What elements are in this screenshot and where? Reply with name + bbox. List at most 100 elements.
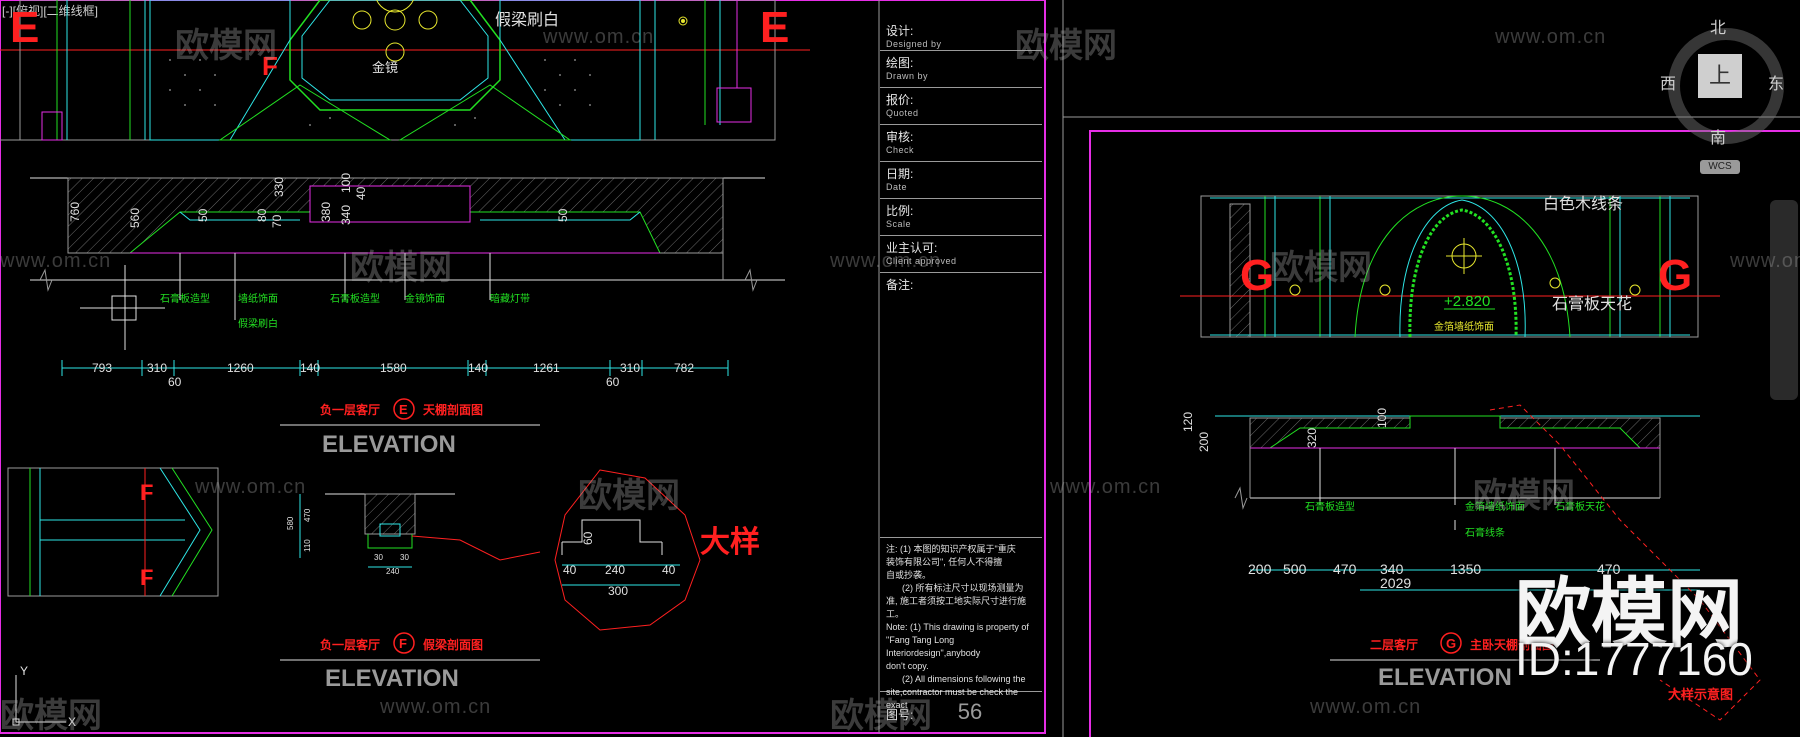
sec-f-vdim-2: 470 (303, 508, 312, 522)
sec-e-callout-4: 石膏板造型 (330, 292, 380, 305)
watermark-brand: 欧模网 (578, 477, 680, 515)
sec-e-caption-mark: E (399, 402, 408, 417)
rplan-mark-g-left: G (1240, 251, 1274, 300)
sec-e-callout-5: 金镜饰面 (405, 292, 445, 305)
watermark-url: www.om.cn (1050, 476, 1162, 498)
plan-label-jinjing: 金镜 (372, 60, 398, 75)
rplan-elevation: +2.820 (1444, 293, 1490, 310)
watermark-url: www.om.cn (543, 26, 655, 48)
sec-g-dim-6: 470 (1597, 561, 1621, 577)
viewcube-east[interactable]: 东 (1768, 76, 1785, 93)
sec-g-vdim-200: 200 (1197, 432, 1211, 452)
ucs-y-label: Y (20, 664, 28, 678)
sec-e-dim-9: 782 (674, 361, 694, 375)
right-sheet-border (1089, 130, 1800, 737)
beam-mark-f-bottom: F (140, 565, 153, 590)
watermark-id: ID:1777160 (1515, 633, 1753, 685)
watermark-big-brand: 欧模网 (1515, 572, 1743, 657)
sec-g-dim-4: 340 (1380, 561, 1404, 577)
wcs-menu-button[interactable]: WCS (1700, 160, 1740, 174)
sec-e-vdim-80: 80 (255, 208, 269, 222)
viewcube-top-face[interactable]: 上 (1698, 54, 1742, 98)
sec-e-vdim-70: 70 (270, 214, 284, 228)
sec-e-dim-5: 1580 (380, 361, 407, 375)
sec-e-vdim-340: 340 (339, 205, 353, 225)
sec-g-dim-1: 200 (1248, 561, 1272, 577)
viewport-label[interactable]: [-][俯视][二维线框] (2, 4, 99, 18)
sec-e-dim-8: 310 (620, 361, 640, 375)
viewcube[interactable]: 上 北 南 西 东 WCS (1660, 12, 1790, 177)
sec-e-dim-3: 1260 (227, 361, 254, 375)
beam-mark-f-top: F (140, 480, 153, 505)
viewcube-west[interactable]: 西 (1660, 76, 1677, 93)
watermark-url: www.om.cn (380, 696, 492, 718)
sec-g-caption-right: 主卧天棚剖面图 (1470, 637, 1554, 652)
right-ceiling-plan: 白色木线条 石膏板天花 金箔墙纸饰面 +2.820 G G (1180, 195, 1720, 338)
sec-g-callout-3: 石膏板天花 (1555, 500, 1605, 513)
sec-f-dim-2: 30 (400, 553, 409, 562)
sec-e-vdim-50b: 50 (556, 208, 570, 222)
sec-e-vdim-330: 330 (272, 177, 286, 197)
title-row-remarks: 备注: (880, 272, 1042, 538)
title-row-client: 业主认可:Client approved (880, 235, 1042, 273)
sec-g-vdim-100: 100 (1375, 408, 1389, 428)
title-row-drawn: 绘图:Drawn by (880, 50, 1042, 88)
sec-f-caption-mark: F (399, 636, 407, 651)
rplan-label-jinbo: 金箔墙纸饰面 (1434, 320, 1494, 333)
sec-e-dim-1: 793 (92, 361, 112, 375)
title-row-quoted: 报价:Quoted (880, 87, 1042, 125)
title-block: 设计:Designed by 绘图:Drawn by 报价:Quoted 审核:… (880, 0, 1044, 733)
viewcube-south[interactable]: 南 (1710, 130, 1727, 147)
sec-g-dim-5: 1350 (1450, 561, 1481, 577)
section-mark-e-left: E (10, 3, 39, 52)
sec-g-vdim-120: 120 (1181, 412, 1195, 432)
section-mark-e-right: E (760, 3, 789, 52)
detail-dim-240: 240 (605, 563, 625, 577)
sec-e-callout-1: 石膏板造型 (160, 292, 210, 305)
top-ceiling-plan: 金镜 假梁刷白 E E F (0, 0, 810, 141)
sec-e-subdim-1: 60 (168, 375, 182, 389)
navigation-bar[interactable] (1770, 200, 1798, 400)
sec-g-elevation: ELEVATION (1378, 664, 1512, 691)
sec-g-dim-2: 500 (1283, 561, 1307, 577)
watermark-brand: 欧模网 (830, 697, 932, 735)
sec-g-callout-4: 石膏线条 (1465, 526, 1505, 539)
detail-dim-40a: 40 (563, 563, 577, 577)
watermark-url: www.om.cn (1730, 250, 1800, 272)
watermark-brand: 欧模网 (175, 27, 277, 65)
detail-label: 大样 (700, 526, 760, 559)
sec-f-caption-right: 假梁剖面图 (423, 637, 483, 652)
detail-dim-300: 300 (608, 584, 628, 598)
sec-g-dim-3: 470 (1333, 561, 1357, 577)
sec-g-caption: 二层客厅 (1370, 637, 1418, 652)
sec-f-vdim-3: 110 (303, 539, 312, 552)
title-row-scale: 比例:Scale (880, 198, 1042, 236)
sec-g-dim-total: 2029 (1380, 575, 1411, 591)
sec-e-subdim-2: 60 (606, 375, 620, 389)
sec-e-dim-4: 140 (300, 361, 320, 375)
rplan-label-shigao: 石膏板天花 (1552, 294, 1632, 313)
title-row-drawing-no: 图号: 56 (886, 699, 983, 724)
sec-g-vdim-320: 320 (1305, 428, 1319, 448)
sec-e-elevation: ELEVATION (322, 431, 456, 458)
watermark-brand: 欧模网 (1270, 249, 1372, 287)
sec-f-dim-3: 240 (386, 567, 400, 576)
watermark-brand: 欧模网 (1473, 477, 1575, 515)
beam-plan-drawing: F F (7, 467, 219, 597)
sec-e-vdim-560: 560 (128, 208, 142, 228)
viewcube-north[interactable]: 北 (1710, 20, 1727, 37)
watermark-url: www.om.cn (1495, 26, 1607, 48)
sec-e-vdim-760: 760 (68, 202, 82, 222)
sec-e-vdim-50: 50 (196, 208, 210, 222)
title-notes: 注: (1) 本图的知识产权属于"重庆装饰有限公司", 任何人不得擅自或抄袭。 … (880, 537, 1042, 710)
plan-label-jialiang: 假梁刷白 (495, 11, 559, 29)
sec-e-vdim-100: 100 (339, 173, 353, 193)
watermark-brand: 欧模网 (1015, 27, 1117, 65)
section-e-drawing: 石膏板造型 墙纸饰面 假梁刷白 石膏板造型 金镜饰面 暗藏灯带 760 560 … (30, 173, 785, 458)
section-g-drawing: 石膏板造型 金箔墙纸饰面 石膏板天花 石膏线条 120 200 320 100 … (1181, 404, 1761, 721)
sec-f-elevation: ELEVATION (325, 665, 459, 692)
detail-drawing: 60 40 240 40 300 大样 (554, 469, 760, 631)
ucs-icon: Y X (12, 664, 76, 729)
sec-e-vdim-40: 40 (354, 186, 368, 200)
